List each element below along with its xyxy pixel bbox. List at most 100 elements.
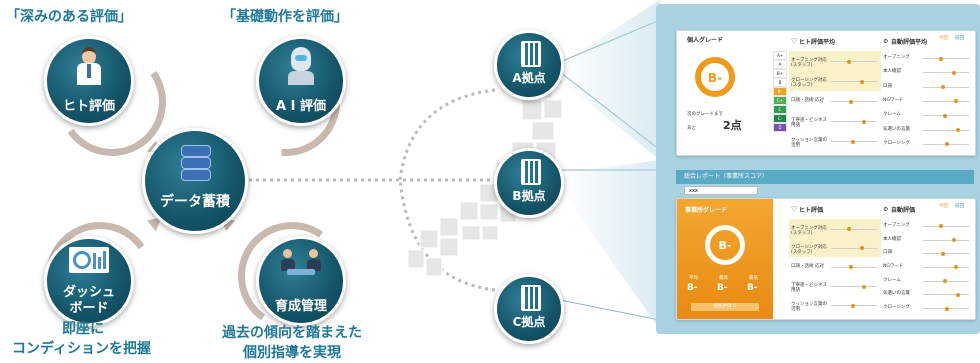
heart-icon: ♡: [791, 37, 798, 45]
score-marker: [860, 246, 864, 251]
dotted-connections: [235, 88, 496, 292]
dashboard-icon: [69, 247, 109, 273]
score-row: 気遣いの言葉: [881, 122, 973, 136]
score-marker: [956, 292, 960, 297]
score-row: NGワード: [881, 94, 973, 108]
score-marker: [847, 227, 851, 232]
score-row: クッション言葉の活用: [789, 296, 881, 315]
grade-scale-cell: C: [773, 105, 787, 114]
score-marker: [945, 142, 949, 147]
score-row-label: クレーム: [883, 112, 901, 118]
score-marker: [952, 238, 956, 243]
score-marker: [851, 303, 855, 308]
next-grade-label: 次のグレードまで: [687, 112, 723, 117]
score-track: [831, 286, 877, 288]
site-self-title: 自動評価: [891, 207, 916, 214]
score-row-label: 気遣いの言葉: [883, 126, 910, 132]
score-track: [831, 121, 877, 122]
score-row: 本人確認: [881, 233, 973, 247]
score-marker: [945, 306, 949, 311]
score-row-label: クロージング: [883, 140, 910, 146]
score-marker: [849, 99, 853, 104]
score-marker: [952, 70, 956, 75]
score-row-label: NGワード: [883, 97, 904, 103]
score-marker: [862, 284, 866, 289]
grade-ring: B-: [695, 57, 735, 97]
dashboard-label-2: ボード: [69, 301, 109, 316]
site-b-label: B拠点: [512, 189, 546, 203]
sub-value-min: B-: [747, 283, 758, 293]
score-track: [923, 253, 969, 255]
training-label: 育成管理: [274, 299, 327, 314]
score-marker: [860, 79, 864, 84]
score-track: [923, 129, 969, 131]
site-select[interactable]: xxx: [684, 186, 758, 195]
site-grade-title: 事業所グレード: [685, 207, 728, 214]
score-track: [923, 294, 969, 296]
score-row-label: 本人確認: [883, 236, 901, 242]
database-icon: [181, 145, 211, 181]
building-icon: [521, 285, 541, 311]
score-row: クロージング: [881, 137, 973, 151]
score-row-label: 本人確認: [883, 69, 901, 75]
score-row-label: NGワード: [883, 263, 904, 269]
score-marker: [956, 128, 960, 133]
site-report-header: 総合レポート（事業所スコア）: [676, 170, 974, 184]
score-row-label: オープニング対応 (スタッフ): [791, 58, 827, 68]
score-row: クレーム: [881, 274, 973, 288]
grade-scale-cell: A+: [773, 51, 787, 60]
hito-label: ヒト評価: [62, 99, 115, 114]
robot-small-icon: ⚙: [883, 38, 889, 45]
sub-label-min: 最低: [749, 276, 758, 281]
sub-value-avg: B-: [687, 283, 698, 293]
score-row-label: クッション言葉の活用: [791, 138, 827, 148]
building-icon: [521, 41, 541, 67]
score-track: [923, 100, 969, 102]
score-track: [923, 266, 969, 268]
score-row: NGワード: [881, 260, 973, 274]
site-grade-panel: 事業所グレード B- 平均 最高 最低 B- B- B- 個別評価 Q: [677, 199, 773, 319]
score-row: オープニング: [881, 219, 973, 233]
score-row: オープニング: [881, 51, 973, 65]
data-label: データ蓄積: [160, 194, 230, 210]
training-node: 育成管理: [256, 236, 346, 326]
bottom-hito-rows: オープニング対応 (スタッフ)クロージング対応 (スタッフ)口調・話術 応対丁寧…: [789, 219, 881, 315]
grade-scale-cell: A: [773, 60, 787, 69]
score-row-label: 口調・話術 応対: [791, 98, 824, 103]
score-row-label: クロージング対応 (スタッフ): [791, 78, 827, 88]
ai-label: A I 評価: [276, 99, 326, 114]
score-row: オープニング対応 (スタッフ): [789, 219, 881, 239]
building-icon: [521, 159, 541, 185]
sub-label-avg: 平均: [689, 276, 698, 281]
score-marker: [954, 99, 958, 104]
score-row: 口調: [881, 80, 973, 94]
score-row-label: 丁寧語・ビジネス用語: [791, 283, 827, 294]
ai-evaluation-node: A I 評価: [256, 36, 346, 126]
score-marker: [939, 56, 943, 61]
score-row: 口調: [881, 246, 973, 260]
grade-scale-cell: B-: [773, 87, 787, 96]
top-hito-rows: オープニング対応 (スタッフ)クロージング対応 (スタッフ)口調・話術 応対丁寧…: [789, 51, 881, 151]
legend-prev: 前回: [955, 36, 964, 41]
grade-value: B-: [707, 71, 723, 85]
site-grade-ring: B-: [705, 225, 745, 265]
hito-quote: 「深みのある評価」: [6, 9, 132, 25]
score-row-label: オープニング: [883, 222, 910, 228]
score-row: クロージング対応 (スタッフ): [789, 71, 881, 91]
score-marker: [862, 119, 866, 124]
sub-value-max: B-: [717, 283, 728, 293]
individual-eval-button[interactable]: 個別評価 Q: [691, 303, 759, 311]
remaining-value: 2点: [723, 119, 742, 132]
site-c-label: C拠点: [512, 315, 546, 329]
score-row: オープニング対応 (スタッフ): [789, 51, 881, 71]
site-a-node: A拠点: [494, 30, 564, 100]
score-row-label: 口調: [883, 250, 892, 256]
score-row-label: 口調: [883, 83, 892, 89]
grade-scale-cell: B+: [773, 69, 787, 78]
legend-now: 今回: [939, 204, 948, 209]
score-row-label: クロージング対応 (スタッフ): [791, 244, 827, 255]
legend-now: 今回: [939, 36, 948, 41]
remaining-label: あと: [687, 126, 696, 131]
